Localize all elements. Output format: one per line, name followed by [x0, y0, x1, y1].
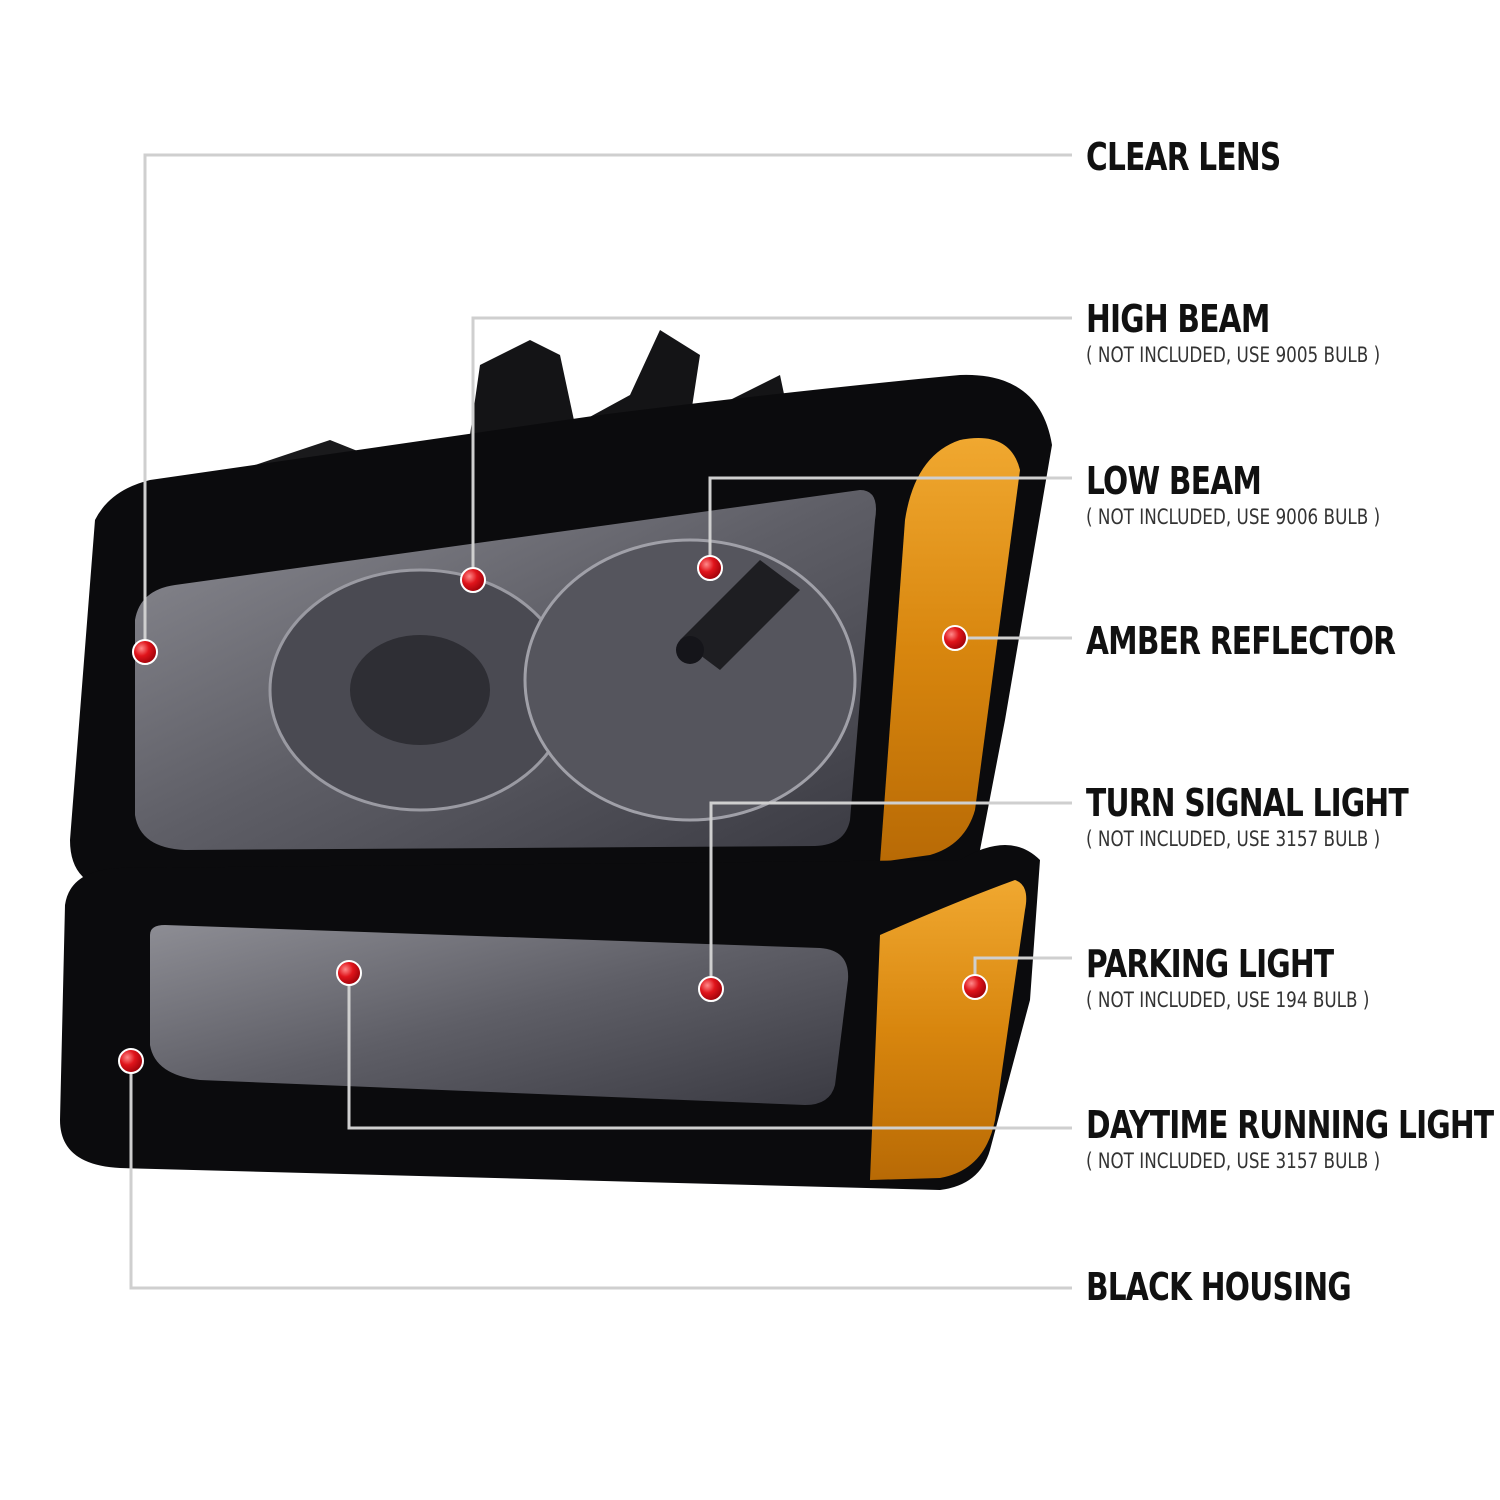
callout-label: DAYTIME RUNNING LIGHT [1086, 1103, 1494, 1147]
callout-parking-light: PARKING LIGHT ( NOT INCLUDED, USE 194 BU… [1086, 942, 1440, 1012]
marker-clear-lens [132, 639, 158, 665]
callout-label: TURN SIGNAL LIGHT [1086, 781, 1409, 825]
parking-lens [150, 925, 849, 1105]
leader-black-housing [129, 1061, 1072, 1290]
callout-note: ( NOT INCLUDED, USE 9006 BULB ) [1086, 505, 1381, 529]
callout-amber-reflector: AMBER REFLECTOR [1086, 619, 1482, 663]
callout-label: CLEAR LENS [1086, 135, 1281, 179]
low-beam-bulb [680, 560, 800, 670]
callout-label: AMBER REFLECTOR [1086, 619, 1396, 663]
bumper-lamp-assembly [60, 845, 1040, 1190]
marker-black-housing [118, 1048, 144, 1074]
callout-clear-lens: CLEAR LENS [1086, 135, 1335, 179]
headlamp-assembly [70, 330, 1052, 890]
leader-high-beam [471, 316, 1072, 580]
callout-label: LOW BEAM [1086, 459, 1262, 503]
callout-note: ( NOT INCLUDED, USE 9005 BULB ) [1086, 343, 1381, 367]
callout-turn-signal-light: TURN SIGNAL LIGHT ( NOT INCLUDED, USE 31… [1086, 781, 1499, 851]
leader-lines [129, 153, 1072, 1290]
callout-note: ( NOT INCLUDED, USE 3157 BULB ) [1086, 1149, 1381, 1173]
leader-clear-lens [143, 153, 1072, 652]
bulb-tip [676, 636, 704, 664]
low-beam-reflector [523, 538, 857, 822]
callout-label: HIGH BEAM [1086, 297, 1270, 341]
leader-turn-signal [709, 801, 1072, 989]
leader-low-beam [708, 476, 1072, 568]
markers [118, 555, 988, 1074]
callout-label: PARKING LIGHT [1086, 942, 1334, 986]
callout-label: BLACK HOUSING [1086, 1265, 1352, 1309]
callout-daytime-running-light: DAYTIME RUNNING LIGHT ( NOT INCLUDED, US… [1086, 1103, 1500, 1173]
marker-daytime-running [336, 960, 362, 986]
leader-daytime-running [347, 973, 1072, 1130]
marker-low-beam [697, 555, 723, 581]
parking-amber-corner [870, 880, 1027, 1180]
marker-parking-light [962, 974, 988, 1000]
callout-black-housing: BLACK HOUSING [1086, 1265, 1426, 1309]
callout-note: ( NOT INCLUDED, USE 194 BULB ) [1086, 988, 1370, 1012]
marker-amber-reflector [942, 625, 968, 651]
high-beam-socket [350, 635, 490, 745]
marker-turn-signal [698, 976, 724, 1002]
callout-low-beam: LOW BEAM ( NOT INCLUDED, USE 9006 BULB ) [1086, 459, 1454, 529]
callout-note: ( NOT INCLUDED, USE 3157 BULB ) [1086, 827, 1381, 851]
marker-high-beam [460, 567, 486, 593]
callout-high-beam: HIGH BEAM ( NOT INCLUDED, USE 9005 BULB … [1086, 297, 1454, 367]
